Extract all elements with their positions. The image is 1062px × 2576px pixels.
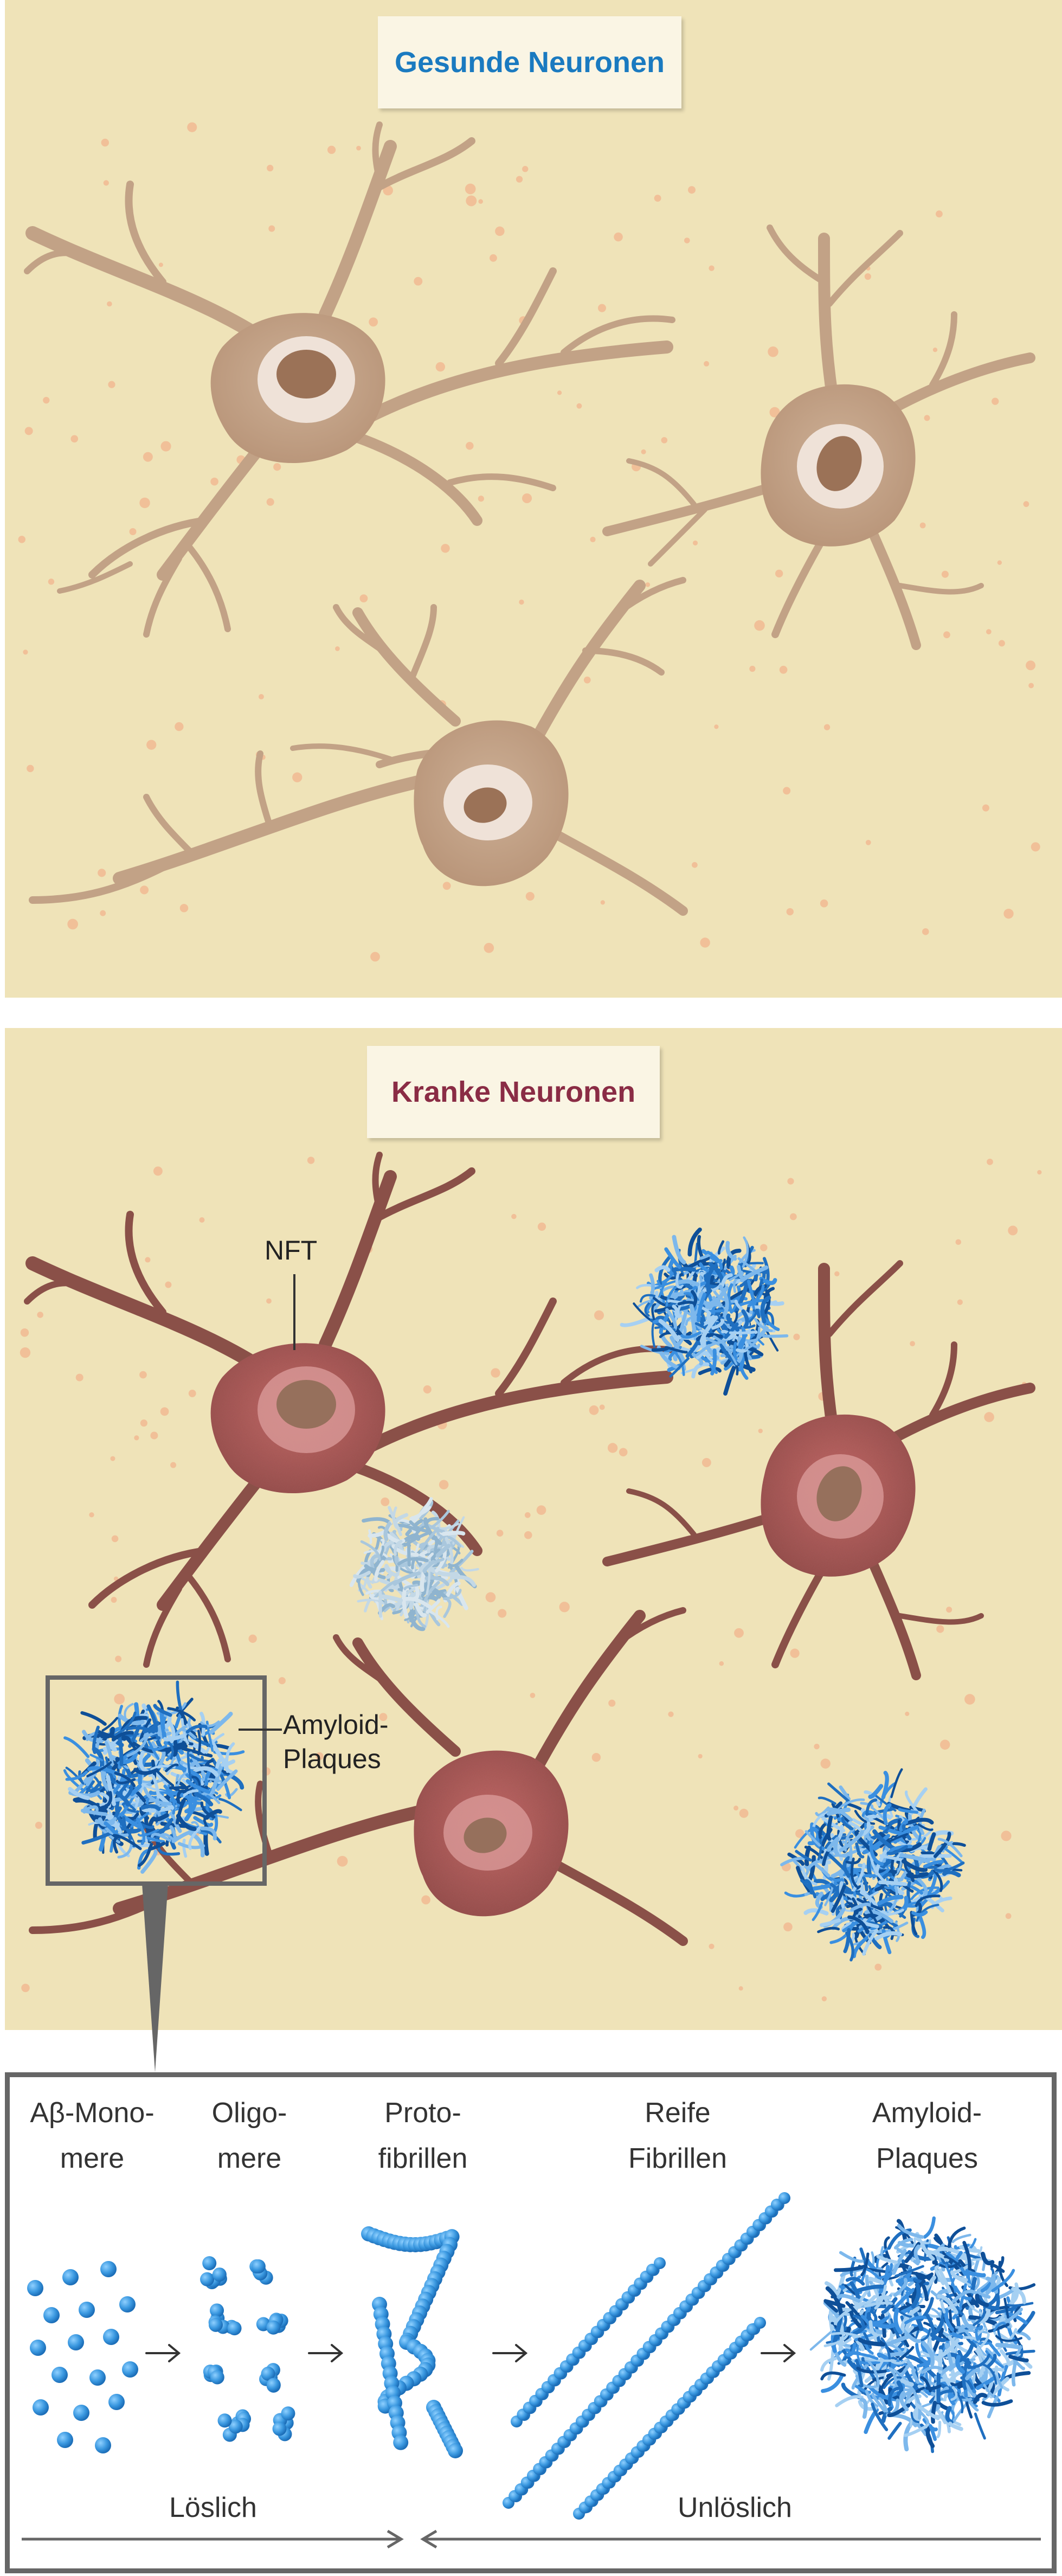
stage-oligomers-label: Oligo- mere <box>168 2090 331 2181</box>
diseased-neuron-1-nucleus <box>276 1380 336 1429</box>
insoluble-label: Unlöslich <box>678 2492 792 2523</box>
zoom-pointer <box>142 1884 168 2072</box>
stage-amyloid-plaques-line2: Plaques <box>876 2143 978 2174</box>
stage-mature-fibrils-line2: Fibrillen <box>628 2143 728 2174</box>
stage-mature-fibrils-label: Reife Fibrillen <box>591 2090 764 2181</box>
amyloid-plaque-4 <box>63 1680 245 1874</box>
healthy-neuron-3-nucleus <box>464 787 507 823</box>
plaque-label-line1: Amyloid- <box>283 1710 389 1740</box>
stage-mature-fibrils-line1: Reife <box>645 2097 711 2129</box>
diseased-neurons-title: Kranke Neuronen <box>367 1046 660 1138</box>
healthy-neurons-title: Gesunde Neuronen <box>378 16 681 108</box>
amyloid-plaque-1 <box>620 1227 789 1396</box>
stage-amyloid-plaques-line1: Amyloid- <box>872 2097 982 2129</box>
stage-protofibrils-line2: fibrillen <box>378 2143 468 2174</box>
stage-amyloid-plaques-label: Amyloid- Plaques <box>840 2090 1014 2181</box>
diseased-neuron-3-nucleus <box>464 1817 507 1853</box>
stage-protofibrils-label: Proto- fibrillen <box>342 2090 504 2181</box>
stage-oligomers-line2: mere <box>217 2143 282 2174</box>
stage-monomers-line2: mere <box>60 2143 125 2174</box>
healthy-neuron-3 <box>29 577 688 916</box>
stage-monomers-line1: Aβ-Mono- <box>30 2097 155 2129</box>
healthy-neuron-1-nucleus <box>276 350 336 399</box>
stage-protofibrils-line1: Proto- <box>384 2097 461 2129</box>
plaque-label: Amyloid- Plaques <box>283 1708 388 1776</box>
nft-label: NFT <box>265 1235 318 1265</box>
healthy-neuron-2-nucleus <box>816 436 862 491</box>
stage-oligomers-line1: Oligo- <box>211 2097 287 2129</box>
soluble-label: Löslich <box>169 2492 257 2523</box>
amyloid-plaque-2 <box>349 1497 479 1631</box>
amyloid-plaque-3 <box>780 1768 966 1962</box>
stage-monomers-label: Aβ-Mono- mere <box>11 2090 173 2181</box>
plaque-label-line2: Plaques <box>283 1743 381 1774</box>
diseased-neuron-2-nucleus <box>816 1466 862 1521</box>
